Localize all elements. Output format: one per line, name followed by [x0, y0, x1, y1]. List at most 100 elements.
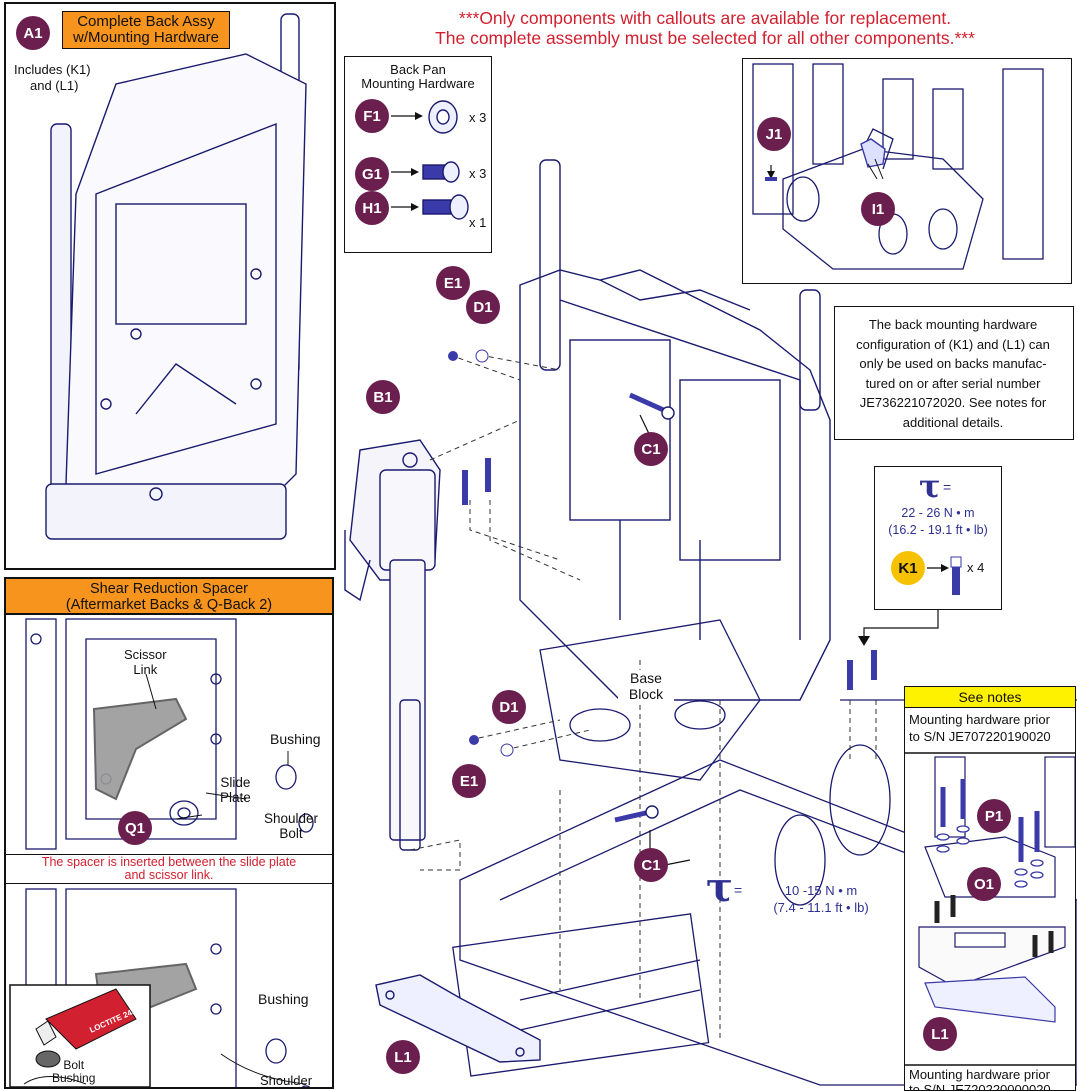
torque-c1-equals: =: [734, 882, 743, 898]
g1-qty: x 3: [469, 166, 487, 181]
top-note: ***Only components with callouts are ava…: [340, 8, 1070, 48]
see-notes-bottom: Mounting hardware prior to S/N JE7202200…: [909, 1067, 1051, 1091]
panel-back-pan-hardware: Back Pan Mounting Hardware F1 G1 H1 x 3 …: [344, 56, 492, 253]
leader-lines: [409, 354, 877, 1040]
back-pan-title-line2: Mounting Hardware: [361, 76, 475, 91]
a1-back-drawing: [45, 13, 307, 540]
shear-title-line2: (Aftermarket Backs & Q-Back 2): [65, 597, 273, 613]
b1-actuator: [344, 439, 441, 851]
torque-c1-symbol: τ: [706, 864, 733, 911]
back-pan-parts: [391, 100, 469, 220]
scissor-line2: Link: [133, 662, 158, 677]
torque-k1-values: 22 - 26 N • m (16.2 - 19.1 ft • lb): [875, 505, 1001, 539]
config-note: The back mounting hardware configuration…: [835, 315, 1071, 432]
config-note-line5: JE736221072020. See notes for: [859, 395, 1047, 410]
shear-title: Shear Reduction Spacer (Aftermarket Back…: [6, 579, 332, 615]
see-notes-bottom-line1: Mounting hardware prior: [909, 1067, 1050, 1082]
callout-b1[interactable]: B1: [366, 380, 400, 414]
slide-plate-line2: Plate: [220, 790, 251, 805]
config-note-box: The back mounting hardware configuration…: [834, 306, 1074, 440]
callout-o1[interactable]: O1: [967, 867, 1001, 901]
callout-k1[interactable]: K1: [891, 551, 925, 585]
see-notes-bottom-line2: to S/N JE720220000020: [909, 1082, 1051, 1091]
shoulder2-label: Shoulder: [260, 1073, 313, 1088]
callout-c1-upper[interactable]: C1: [634, 432, 668, 466]
top-note-line1: ***Only components with callouts are ava…: [458, 8, 952, 28]
bushing2-label: Bushing: [258, 991, 309, 1007]
base-block-label: Base Block: [618, 670, 674, 702]
panel-shear-reduction-spacer: Shear Reduction Spacer (Aftermarket Back…: [4, 577, 334, 1089]
a1-title-line2: w/Mounting Hardware: [73, 29, 219, 46]
panel-inset-j1-i1: J1 I1: [742, 58, 1072, 284]
callout-e1-upper[interactable]: E1: [436, 266, 470, 300]
shoulder-bolt-line1: Shoulder: [264, 811, 319, 826]
callout-f1[interactable]: F1: [355, 99, 389, 133]
see-notes-line2: to S/N JE707220190020: [909, 729, 1051, 744]
see-notes-header: See notes: [905, 687, 1075, 708]
h1-qty: x 1: [469, 215, 487, 230]
bolt-bushing-label: Bolt Bushing: [52, 1059, 95, 1085]
panel-see-notes: See notes Mounting hardware prior to S/N…: [904, 686, 1076, 1091]
top-note-line2: The complete assembly must be selected f…: [435, 28, 975, 48]
torque-k1-symbol: τ: [919, 467, 941, 505]
panel-complete-back-assy: A1 Complete Back Assy w/Mounting Hardwar…: [4, 2, 336, 570]
c1-pins: [614, 392, 675, 823]
shear-title-line1: Shear Reduction Spacer: [90, 581, 248, 597]
a1-title: Complete Back Assy w/Mounting Hardware: [62, 11, 230, 49]
torque-c1-line2: (7.4 - 11.1 ft • lb): [773, 900, 869, 915]
base-block-line1: Base: [630, 670, 662, 686]
config-note-line3: only be used on backs manufac-: [859, 356, 1047, 371]
torque-k1-equals: =: [943, 479, 952, 495]
callout-h1[interactable]: H1: [355, 191, 389, 225]
config-note-line1: The back mounting hardware: [868, 317, 1038, 332]
main-bolts: [462, 458, 877, 690]
shoulder-bolt-label: Shoulder Bolt: [264, 811, 318, 841]
callout-d1-lower[interactable]: D1: [492, 690, 526, 724]
slide-plate-label: Slide Plate: [220, 775, 251, 805]
callout-a1[interactable]: A1: [16, 16, 50, 50]
callout-e1-lower[interactable]: E1: [452, 764, 486, 798]
l1-plate: [375, 974, 541, 1063]
callout-p1[interactable]: P1: [977, 799, 1011, 833]
a1-includes: Includes (K1) and (L1): [14, 62, 91, 94]
back-pan-title: Back Pan Mounting Hardware: [345, 63, 491, 91]
k1-bolt-drawing: [927, 556, 962, 595]
callout-d1-upper[interactable]: D1: [466, 290, 500, 324]
shear-drawings: [9, 618, 314, 1087]
config-note-line2: configuration of (K1) and (L1) can: [856, 336, 1050, 352]
spacer-note-line1: The spacer is inserted between the slide…: [41, 855, 297, 869]
a1-title-line1: Complete Back Assy: [77, 13, 215, 30]
torque-k1-line2: (16.2 - 19.1 ft • lb): [888, 523, 988, 537]
a1-includes-line1: Includes (K1): [14, 62, 91, 77]
config-note-line4: tured on or after serial number: [865, 375, 1041, 391]
base-block-line2: Block: [628, 686, 664, 702]
torque-k1-box: τ = 22 - 26 N • m (16.2 - 19.1 ft • lb) …: [874, 466, 1002, 610]
callout-g1[interactable]: G1: [355, 157, 389, 191]
torque-k1-line1: 22 - 26 N • m: [901, 506, 975, 520]
see-notes-text: Mounting hardware prior to S/N JE7072201…: [909, 711, 1051, 745]
callout-l1-main[interactable]: L1: [386, 1040, 420, 1074]
callout-i1[interactable]: I1: [861, 192, 895, 226]
bushing-label: Bushing: [270, 731, 321, 747]
callout-q1[interactable]: Q1: [118, 811, 152, 845]
see-notes-drawing: [905, 752, 1075, 1066]
inset-drawing: [752, 63, 1044, 270]
callout-l1-notes[interactable]: L1: [923, 1017, 957, 1051]
scissor-link-label: Scissor Link: [124, 647, 167, 677]
main-washers: [448, 349, 514, 757]
torque-c1-values: 10 -15 N • m (7.4 - 11.1 ft • lb): [746, 882, 896, 916]
callout-j1[interactable]: J1: [757, 117, 791, 151]
bolt-bushing-line2: Bushing: [52, 1071, 96, 1085]
callout-c1-lower[interactable]: C1: [634, 848, 668, 882]
k1-qty: x 4: [967, 560, 985, 575]
config-note-line6: additional details.: [902, 414, 1004, 430]
back-pan-title-line1: Back Pan: [390, 62, 446, 77]
torque-c1-line1: 10 -15 N • m: [784, 883, 858, 898]
f1-qty: x 3: [469, 110, 487, 125]
spacer-note: The spacer is inserted between the slide…: [6, 854, 332, 884]
bolt-bushing-line1: Bolt: [63, 1058, 85, 1072]
see-notes-line1: Mounting hardware prior: [909, 712, 1050, 727]
slide-plate-line1: Slide: [220, 775, 251, 790]
shoulder-bolt-line2: Bolt: [279, 826, 303, 841]
